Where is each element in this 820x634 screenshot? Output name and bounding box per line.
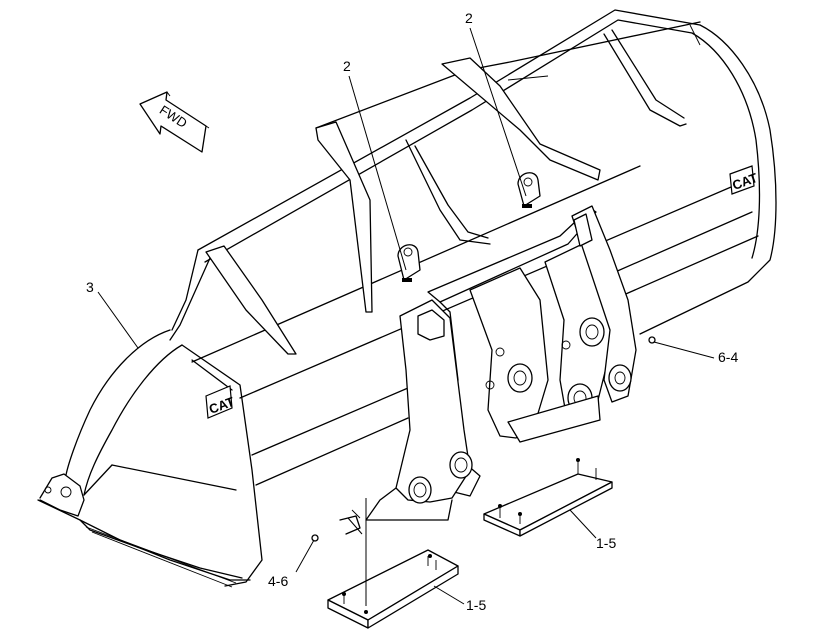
wear-plate-left [327,549,459,629]
callout-label-c3: 3 [86,279,94,295]
leader-c5c [347,517,363,535]
lift-eye-right [517,172,541,208]
bucket-body [37,9,777,588]
leader-c4 [653,341,715,359]
callout-label-c7: 1-5 [466,597,486,613]
leader-c2 [469,27,527,197]
wear-plate-right [483,458,613,537]
callout-label-c6: 1-5 [596,535,616,551]
cat-logo-left: CAT [205,385,236,419]
cat-logo-right: CAT [729,165,760,195]
bolt-6-4 [648,336,656,344]
leader-c6 [569,509,597,539]
callout-label-c5: 4-6 [268,573,288,589]
linkage-brackets [365,205,637,521]
callout-label-c2: 2 [465,10,473,26]
callout-labels: 2 2 3 6-4 4-6 1-5 1-5 [86,10,738,613]
leader-c5 [295,539,315,573]
callout-leaders [97,27,715,606]
leader-c1 [348,75,407,271]
fwd-direction-arrow: FWD [139,91,210,153]
leader-c7 [433,585,465,605]
callout-label-c4: 6-4 [718,349,738,365]
callout-label-c1: 2 [343,58,351,74]
spill-guard-fins [205,24,701,355]
bolt-4-6 [311,509,361,542]
lift-eye-left [397,244,421,282]
leader-c3 [97,291,139,349]
